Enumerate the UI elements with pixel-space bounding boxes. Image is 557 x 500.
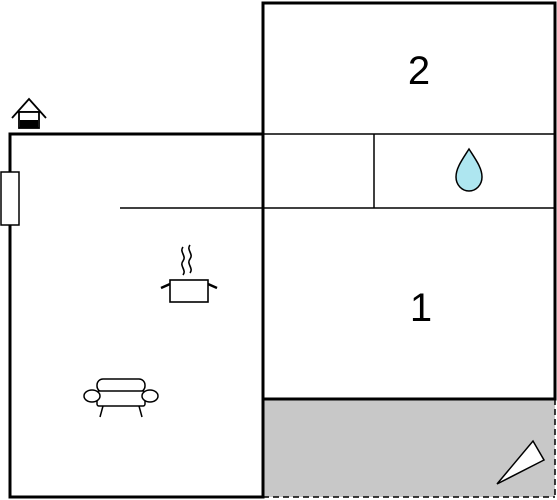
outer-wall-left: [8, 132, 265, 499]
room-label-1: 1: [410, 286, 432, 330]
house-entrance-icon: [11, 97, 47, 129]
outer-walls: [8, 1, 557, 499]
water-drop-icon: [455, 147, 483, 192]
sofa-icon: [83, 378, 159, 418]
compass-icon: [496, 439, 546, 485]
interior-walls: [120, 133, 555, 399]
terrace: [263, 399, 556, 498]
terrace-fill: [263, 399, 555, 497]
door-icon: [0, 171, 20, 226]
room-label-2: 2: [408, 49, 430, 93]
cooking-pot-icon: [160, 244, 218, 303]
